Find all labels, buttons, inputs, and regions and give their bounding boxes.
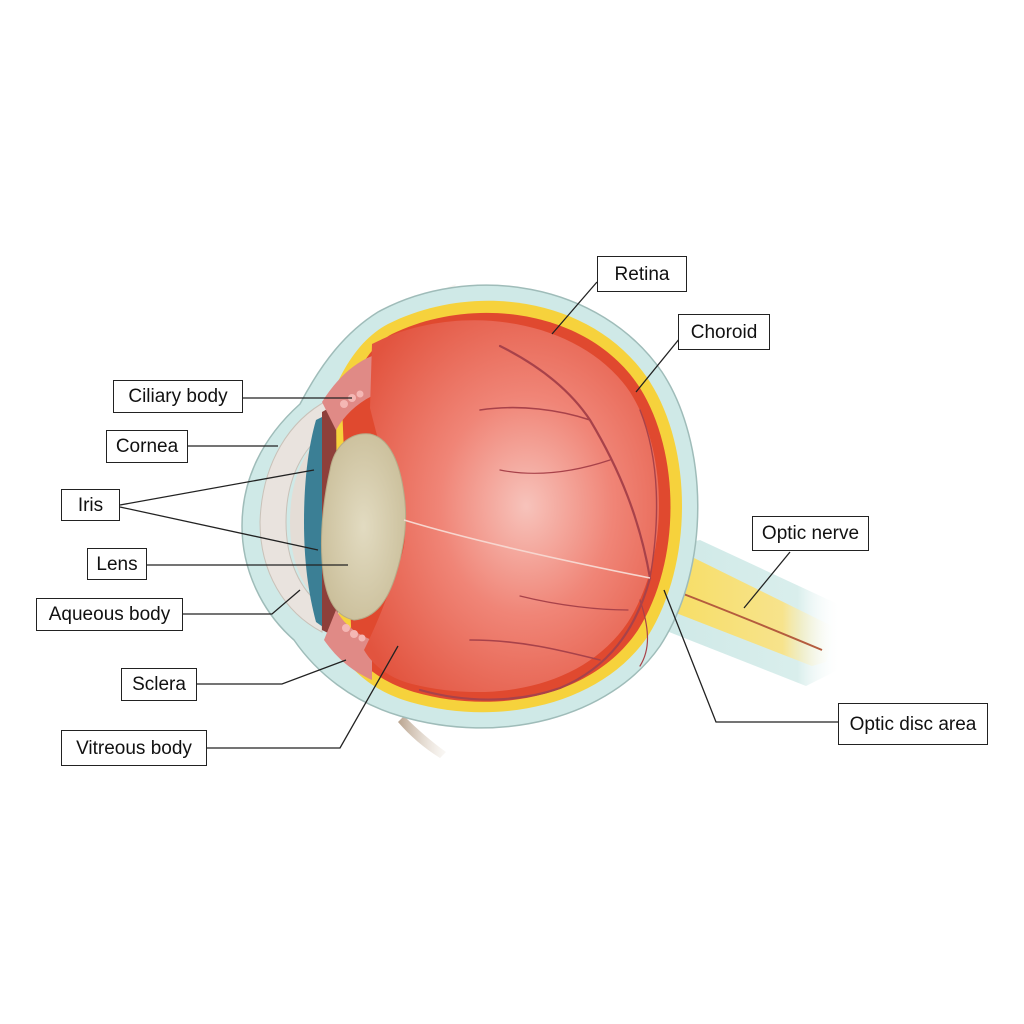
label-cornea: Cornea: [106, 430, 188, 463]
label-choroid: Choroid: [678, 314, 770, 350]
lens: [320, 433, 407, 621]
leader-iris-lower: [119, 506, 319, 551]
leader-optic-disc: [663, 589, 838, 723]
leader-sclera: [197, 659, 347, 685]
lower-eyelid: [398, 716, 446, 758]
hyaloid-canal: [403, 519, 651, 579]
leader-aqueous-body: [183, 589, 301, 615]
label-optic-nerve: Optic nerve: [752, 516, 869, 551]
leader-iris-upper: [119, 469, 315, 506]
cornea: [259, 399, 329, 633]
label-lens: Lens: [87, 548, 147, 580]
label-retina: Retina: [597, 256, 687, 292]
leader-vitreous-body: [207, 645, 399, 749]
ciliary-body-upper: [322, 356, 372, 430]
label-vitreous-body: Vitreous body: [61, 730, 207, 766]
leader-lines: [119, 281, 838, 749]
vitreous-body: [364, 320, 659, 693]
label-sclera: Sclera: [121, 668, 197, 701]
leader-optic-nerve: [743, 551, 791, 609]
leader-retina: [551, 281, 598, 335]
retinal-vessels: [418, 344, 658, 701]
label-ciliary-body: Ciliary body: [113, 380, 243, 413]
label-aqueous-body: Aqueous body: [36, 598, 183, 631]
label-iris: Iris: [61, 489, 120, 521]
leader-choroid: [635, 337, 681, 393]
label-optic-disc-area: Optic disc area: [838, 703, 988, 745]
optic-nerve: [658, 556, 836, 666]
ciliary-body-lower: [324, 610, 372, 680]
